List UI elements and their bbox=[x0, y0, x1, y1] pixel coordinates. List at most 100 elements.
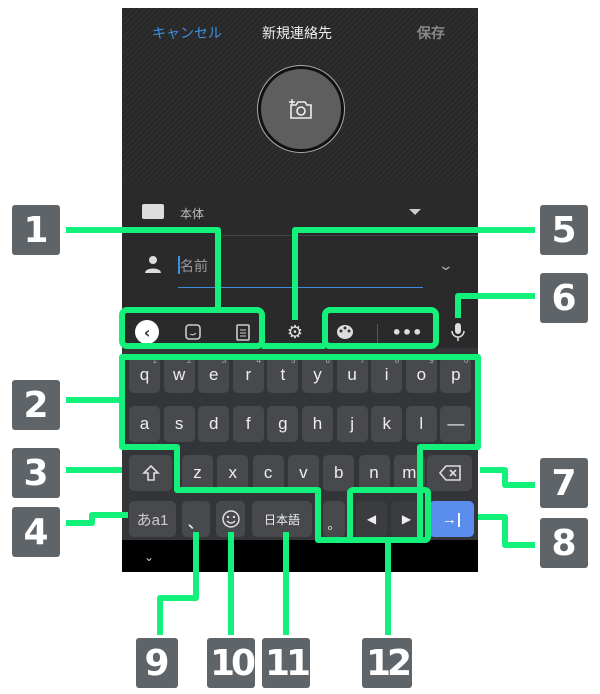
callout-1: 1 bbox=[12, 205, 60, 255]
highlight-2 bbox=[119, 354, 481, 543]
name-input[interactable]: 名前 bbox=[180, 259, 208, 275]
key-label: g bbox=[278, 414, 288, 433]
key-label: m bbox=[402, 463, 417, 482]
backspace-icon bbox=[438, 465, 461, 481]
key-c[interactable]: c bbox=[252, 455, 284, 491]
key-hint: 0 bbox=[463, 356, 469, 365]
clipboard-icon[interactable] bbox=[230, 316, 256, 348]
divider bbox=[222, 235, 478, 236]
callout-line-9 bbox=[157, 532, 199, 635]
callout-6: 6 bbox=[540, 273, 588, 323]
key-label: w bbox=[172, 365, 186, 384]
toolbar-divider bbox=[377, 324, 378, 344]
contact-header: キャンセル 新規連絡先 保存 bbox=[122, 8, 478, 183]
more-icon[interactable]: ••• bbox=[391, 322, 423, 342]
comma-key[interactable]: 、 bbox=[182, 501, 210, 537]
key-k[interactable]: k bbox=[371, 406, 403, 442]
expand-chevron-icon[interactable]: ⌄ bbox=[437, 258, 455, 274]
key-j[interactable]: j bbox=[336, 406, 368, 442]
key-hint: 6 bbox=[325, 356, 330, 365]
key-s[interactable]: s bbox=[163, 406, 195, 442]
key-label: ◀ bbox=[366, 512, 377, 526]
key-hint: 2 bbox=[187, 356, 192, 365]
sticker-icon[interactable] bbox=[180, 316, 206, 348]
key-z[interactable]: z bbox=[182, 455, 213, 491]
space-key[interactable]: 日本語 bbox=[252, 501, 312, 537]
key-hint: 9 bbox=[429, 356, 434, 365]
save-button[interactable]: 保存 bbox=[417, 26, 445, 42]
key-h[interactable]: h bbox=[302, 406, 333, 442]
account-label[interactable]: 本体 bbox=[180, 207, 205, 221]
key-dash[interactable]: — bbox=[440, 406, 472, 442]
shift-key[interactable] bbox=[129, 455, 172, 491]
callout-4: 4 bbox=[12, 507, 60, 557]
key-label: s bbox=[174, 414, 184, 433]
period-key[interactable]: 。 bbox=[323, 501, 345, 537]
input-mode-key[interactable]: あa1 bbox=[129, 501, 176, 537]
dropdown-triangle-icon[interactable] bbox=[409, 209, 421, 221]
key-label: o bbox=[416, 365, 427, 384]
key-g[interactable]: g bbox=[267, 406, 299, 442]
callout-10: 10 bbox=[207, 638, 256, 688]
cursor-right-key[interactable]: ▶ bbox=[391, 501, 422, 537]
key-label: u bbox=[347, 365, 357, 384]
callout-3: 3 bbox=[12, 448, 60, 498]
key-label: x bbox=[228, 463, 238, 482]
highlight-12 bbox=[347, 487, 431, 543]
emoji-icon bbox=[221, 510, 240, 528]
mic-icon[interactable] bbox=[445, 316, 471, 348]
callout-line-5 bbox=[292, 227, 535, 320]
key-hint: 7 bbox=[360, 356, 365, 365]
key-hint: 1 bbox=[152, 356, 157, 365]
key-a[interactable]: a bbox=[129, 406, 160, 442]
callout-12: 12 bbox=[362, 638, 412, 688]
callout-line-6 bbox=[455, 293, 535, 318]
callout-line-4 bbox=[66, 512, 128, 526]
back-icon[interactable]: ‹ bbox=[135, 320, 159, 344]
key-label: →| bbox=[441, 510, 462, 528]
backspace-key[interactable] bbox=[427, 455, 472, 491]
key-f[interactable]: f bbox=[232, 406, 264, 442]
key-label: j bbox=[350, 414, 354, 433]
key-label: c bbox=[263, 463, 273, 482]
cancel-button[interactable]: キャンセル bbox=[152, 26, 222, 42]
key-b[interactable]: b bbox=[323, 455, 355, 491]
key-x[interactable]: x bbox=[217, 455, 249, 491]
callout-line-1 bbox=[66, 227, 221, 312]
enter-key[interactable]: →| bbox=[429, 501, 474, 537]
shift-icon bbox=[141, 464, 160, 481]
add-photo-button[interactable] bbox=[258, 66, 344, 152]
key-label: 、 bbox=[187, 513, 205, 532]
key-label: 日本語 bbox=[263, 512, 300, 527]
key-n[interactable]: n bbox=[358, 455, 390, 491]
key-label: ▶ bbox=[401, 512, 412, 526]
palette-icon[interactable] bbox=[332, 316, 358, 348]
key-label: r bbox=[245, 365, 252, 384]
key-label: l bbox=[419, 414, 424, 433]
highlight-5 bbox=[322, 307, 439, 349]
key-l[interactable]: l bbox=[405, 406, 437, 442]
key-label: — bbox=[447, 414, 465, 433]
emoji-key[interactable] bbox=[216, 501, 245, 537]
key-label: z bbox=[193, 463, 202, 482]
hide-keyboard-icon[interactable]: ⌄ bbox=[144, 550, 155, 564]
key-d[interactable]: d bbox=[198, 406, 230, 442]
key-label: a bbox=[139, 414, 150, 433]
key-hint: 4 bbox=[256, 356, 261, 365]
cursor-left-key[interactable]: ◀ bbox=[356, 501, 387, 537]
key-hint: 5 bbox=[290, 356, 296, 365]
gear-icon[interactable]: ⚙ bbox=[286, 321, 304, 343]
highlight-1 bbox=[119, 307, 265, 349]
key-v[interactable]: v bbox=[287, 455, 319, 491]
